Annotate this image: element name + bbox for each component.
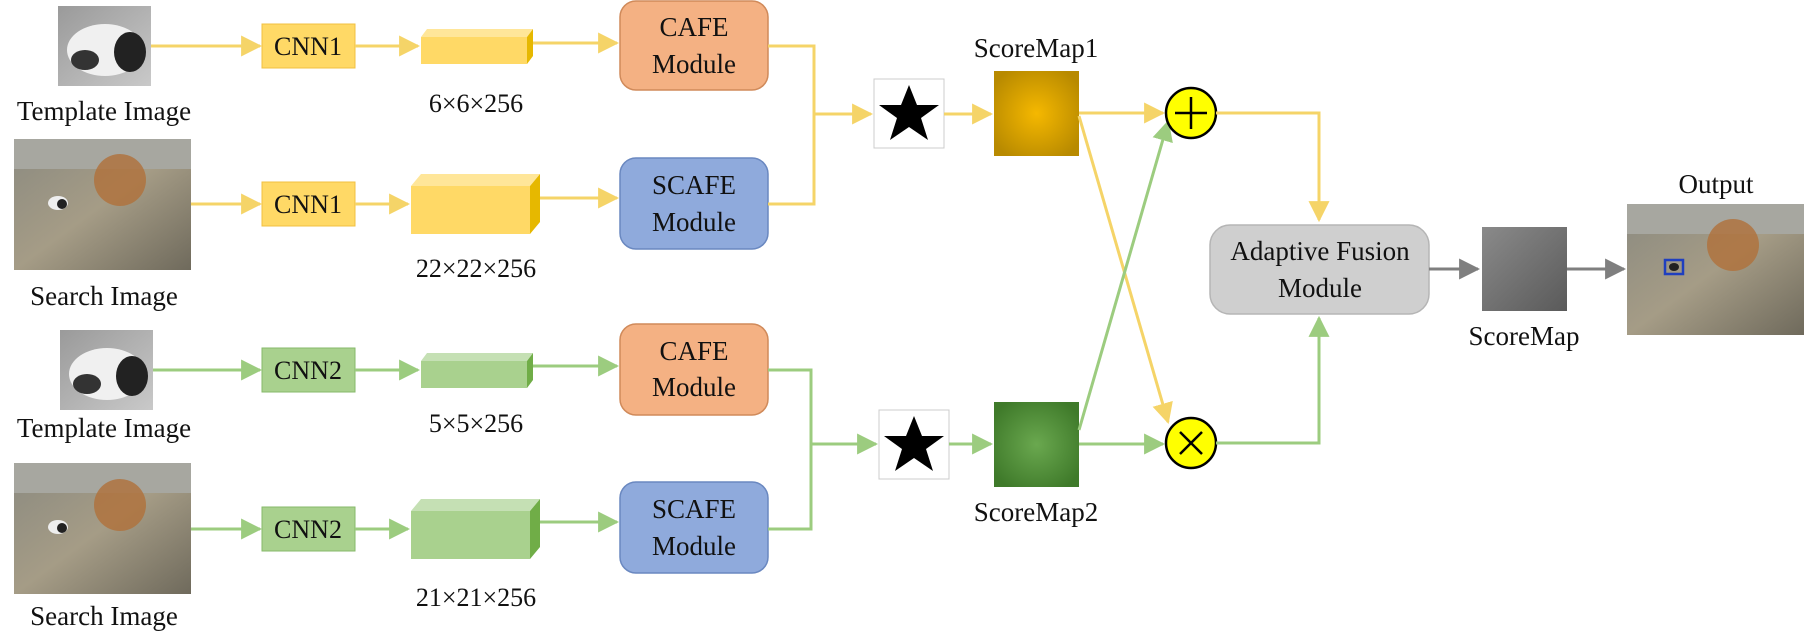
scafe-module-1: SCAFE Module [619, 157, 769, 250]
edge-scoremap2-to-add [1077, 119, 1173, 431]
plus-circle-icon [1164, 86, 1218, 140]
search-image-label: Search Image [30, 281, 178, 311]
template-image-label: Template Image [17, 413, 191, 443]
cafe-module-2: CAFE Module [619, 323, 769, 416]
feature-cube-search-2 [411, 499, 540, 559]
svg-text:CNN1: CNN1 [274, 32, 342, 61]
cafe-module-1: CAFE Module [619, 0, 769, 91]
search-image-label: Search Image [30, 601, 178, 631]
svg-text:SCAFE: SCAFE [652, 494, 736, 524]
edge-multiply-to-fusion [1216, 315, 1330, 445]
svg-text:Adaptive Fusion: Adaptive Fusion [1230, 236, 1410, 266]
output-label: Output [1678, 169, 1754, 199]
svg-text:Module: Module [652, 372, 736, 402]
scoremap1-label: ScoreMap1 [974, 33, 1098, 63]
times-circle-icon [1164, 416, 1218, 470]
scoremap2-heatmap [994, 402, 1079, 487]
feature-cube-search-1 [411, 174, 540, 234]
edge-cafe1-to-merge [768, 44, 816, 114]
svg-text:Module: Module [1278, 273, 1362, 303]
edge-scafe1-to-merge [768, 114, 816, 206]
template-image-thumbnail [58, 6, 151, 86]
svg-text:CNN2: CNN2 [274, 515, 342, 544]
star-icon [878, 409, 950, 480]
adaptive-fusion-module: Adaptive Fusion Module [1209, 224, 1430, 315]
search-image-thumbnail [14, 139, 191, 270]
edge-scafe2-to-merge [768, 444, 813, 531]
final-scoremap-label: ScoreMap [1469, 321, 1580, 351]
feature-size-template-1: 6×6×256 [429, 89, 523, 118]
edge-cafe2-to-merge [768, 368, 813, 444]
svg-text:SCAFE: SCAFE [652, 170, 736, 200]
svg-text:CNN2: CNN2 [274, 356, 342, 385]
scoremap2-label: ScoreMap2 [974, 497, 1098, 527]
output-image-thumbnail [1627, 204, 1804, 335]
scafe-module-2: SCAFE Module [619, 481, 769, 574]
svg-text:Module: Module [652, 207, 736, 237]
svg-text:CNN1: CNN1 [274, 190, 342, 219]
tracking-bounding-box [1663, 258, 1685, 276]
svg-text:Module: Module [652, 531, 736, 561]
svg-text:CAFE: CAFE [659, 12, 728, 42]
cnn2-block-search: CNN2 [261, 506, 356, 552]
template-image-label: Template Image [17, 96, 191, 126]
search-image-thumbnail [14, 463, 191, 594]
star-icon [873, 78, 945, 149]
edge-scoremap1-to-multiply [1077, 115, 1173, 425]
svg-text:Module: Module [652, 49, 736, 79]
cnn2-block-template: CNN2 [261, 347, 356, 393]
feature-cube-template-2 [421, 353, 533, 388]
template-image-thumbnail [60, 330, 153, 410]
feature-size-template-2: 5×5×256 [429, 409, 523, 438]
edge-add-to-fusion [1216, 111, 1330, 223]
final-scoremap-heatmap [1482, 227, 1567, 311]
scoremap1-heatmap [994, 71, 1079, 156]
feature-size-search-2: 21×21×256 [416, 583, 536, 612]
feature-size-search-1: 22×22×256 [416, 254, 536, 283]
svg-text:CAFE: CAFE [659, 336, 728, 366]
cnn1-block-template: CNN1 [261, 23, 356, 69]
feature-cube-template-1 [421, 29, 533, 64]
cnn1-block-search: CNN1 [261, 181, 356, 227]
